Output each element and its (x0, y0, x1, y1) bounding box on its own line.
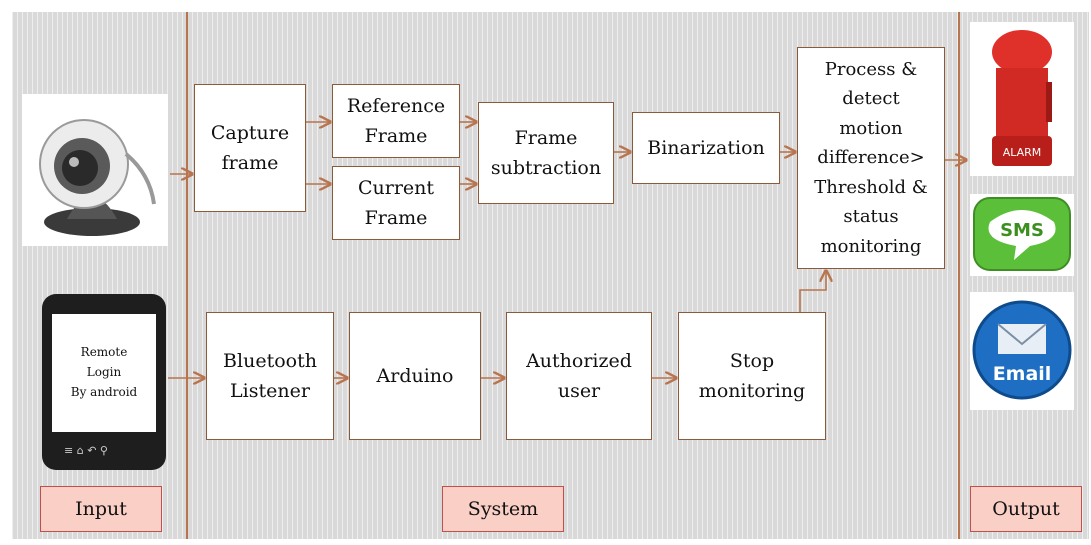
arduino-block: Arduino (349, 312, 481, 440)
stop-monitoring-block: Stop monitoring (678, 312, 826, 440)
bluetooth-listener-block: Bluetooth Listener (206, 312, 334, 440)
email-text: Email (993, 363, 1052, 385)
webcam-image (22, 94, 168, 246)
capture-frame-block: Capture frame (194, 84, 306, 212)
input-label: Input (40, 486, 162, 532)
system-output-divider (958, 12, 960, 539)
top-margin (0, 0, 1091, 12)
sms-text: SMS (1000, 220, 1044, 241)
authorized-user-block: Authorized user (506, 312, 652, 440)
input-system-divider (186, 12, 188, 539)
current-frame-block: Current Frame (332, 166, 460, 240)
phone-screen-text: Remote Login By android (70, 345, 138, 399)
android-phone-icon: ≡ ⌂ ↶ ⚲ (42, 294, 166, 470)
alarm-siren-icon: ALARM (992, 30, 1052, 166)
frame-subtraction-block: Frame subtraction (478, 102, 614, 204)
webcam-icon (39, 119, 156, 236)
output-label: Output (970, 486, 1082, 532)
sms-icon: SMS (973, 197, 1071, 271)
alarm-text: ALARM (1003, 146, 1042, 159)
email-image: Email (970, 292, 1074, 410)
reference-frame-block: Reference Frame (332, 84, 460, 158)
phone-image: ≡ ⌂ ↶ ⚲ Remote Login By android (40, 292, 168, 472)
binarization-block: Binarization (632, 112, 780, 184)
alarm-image: ALARM (970, 22, 1074, 176)
email-icon: Email (972, 300, 1072, 400)
svg-text:≡ ⌂ ↶ ⚲: ≡ ⌂ ↶ ⚲ (64, 444, 108, 457)
process-detect-block: Process & detect motion difference> Thre… (797, 47, 945, 269)
system-label: System (442, 486, 564, 532)
sms-image: SMS (970, 194, 1074, 276)
